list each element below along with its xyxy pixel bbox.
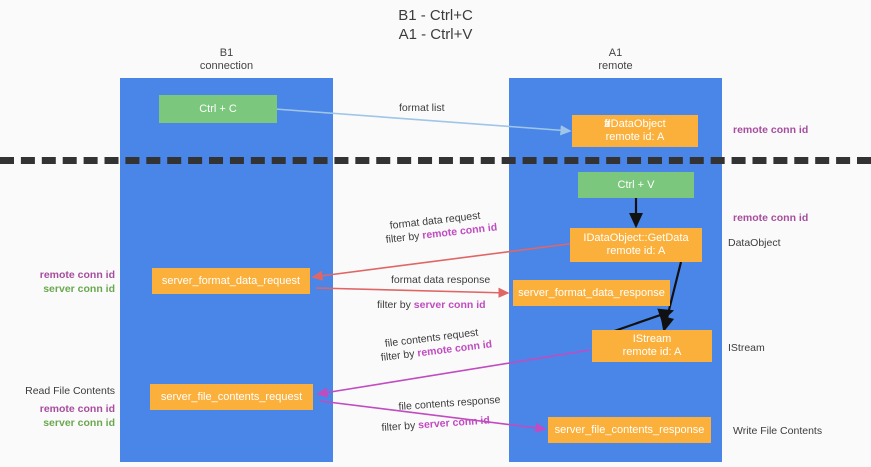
node-istream-remote-id: remote id: A (622, 346, 682, 358)
annotation-left-conn-ids-top: remote conn id server conn id (0, 268, 115, 296)
annotation-right-remote-conn-id-top: remote conn id (733, 124, 809, 136)
node-getdata[interactable]: IDataObject::GetData remote id: A (570, 228, 702, 262)
lane-header-a1-name: A1 (608, 47, 623, 59)
lane-header-a1-role: remote (598, 60, 633, 72)
node-server-file-contents-request[interactable]: server_file_contents_request (150, 384, 313, 410)
node-getdata-label: IDataObject::GetData (583, 232, 689, 244)
arrow-format-data-response (315, 287, 510, 298)
lane-header-b1-role: connection (199, 60, 254, 72)
node-getdata-remote-id: remote id: A (606, 245, 666, 257)
node-idataobject-name: IDataObject (607, 118, 666, 130)
node-istream-label: IStream (632, 333, 672, 345)
annotation-left-remote-conn-id-2: remote conn id (39, 403, 115, 415)
node-idataobject-garbled-prefix: f/z/r (604, 118, 611, 130)
node-server-file-contents-request-label: server_file_contents_request (160, 390, 303, 403)
node-server-format-data-request-label: server_format_data_request (161, 274, 301, 287)
annotation-left-server-conn-id-1: server conn id (43, 283, 115, 295)
node-idataobject-remote-id: remote id: A (605, 131, 665, 143)
edge-label-format-data-response-filter-key: server conn id (413, 299, 486, 311)
edge-label-format-data-request-filter-prefix: filter by (385, 229, 424, 246)
edge-label-file-contents-response: file contents response (398, 393, 501, 413)
edge-label-file-contents-response-filter-key: server conn id (417, 414, 491, 432)
edge-label-file-contents-request-filter-prefix: filter by (380, 347, 419, 364)
annotation-right-istream: IStream (728, 342, 765, 354)
edge-label-format-data-response: format data response (391, 274, 491, 286)
annotation-left-conn-ids-bottom: remote conn id server conn id (0, 402, 115, 430)
annotation-left-read-file-contents: Read File Contents (25, 385, 115, 397)
page-title: B1 - Ctrl+C A1 - Ctrl+V (0, 6, 871, 44)
edge-label-file-contents-response-filter: filter by server conn id (381, 413, 490, 435)
lane-header-a1: A1 remote (509, 47, 722, 73)
annotation-right-write-file-contents: Write File Contents (733, 425, 823, 437)
node-server-format-data-response-label: server_format_data_response (518, 286, 665, 299)
node-server-file-contents-response-label: server_file_contents_response (554, 423, 705, 436)
page-title-line2: A1 - Ctrl+V (398, 26, 473, 43)
node-ctrl-c-label: Ctrl + C (199, 102, 237, 115)
node-ctrl-v[interactable]: Ctrl + V (578, 172, 694, 198)
lane-header-b1-name: B1 (219, 47, 234, 59)
node-idataobject[interactable]: f/z/rIDataObject remote id: A (572, 115, 698, 147)
node-server-format-data-response[interactable]: server_format_data_response (513, 280, 670, 306)
lane-header-b1: B1 connection (120, 47, 333, 73)
node-istream[interactable]: IStream remote id: A (592, 330, 712, 362)
edge-label-format-data-response-filter-prefix: filter by (377, 299, 414, 311)
annotation-right-dataobject: DataObject (728, 237, 781, 249)
node-idataobject-label: f/z/rIDataObject (604, 118, 665, 131)
edge-label-file-contents-response-filter-prefix: filter by (381, 419, 419, 434)
annotation-left-server-conn-id-2: server conn id (43, 417, 115, 429)
annotation-right-remote-conn-id-mid: remote conn id (733, 212, 809, 224)
phase-separator (0, 157, 871, 164)
edge-label-format-list: format list (399, 102, 445, 114)
page-title-line1: B1 - Ctrl+C (398, 7, 473, 24)
node-ctrl-c[interactable]: Ctrl + C (159, 95, 277, 123)
node-server-format-data-request[interactable]: server_format_data_request (152, 268, 310, 294)
node-server-file-contents-response[interactable]: server_file_contents_response (548, 417, 711, 443)
node-ctrl-v-label: Ctrl + V (617, 178, 655, 191)
edge-label-format-data-response-filter: filter by server conn id (377, 298, 486, 312)
annotation-left-remote-conn-id-1: remote conn id (39, 269, 115, 281)
